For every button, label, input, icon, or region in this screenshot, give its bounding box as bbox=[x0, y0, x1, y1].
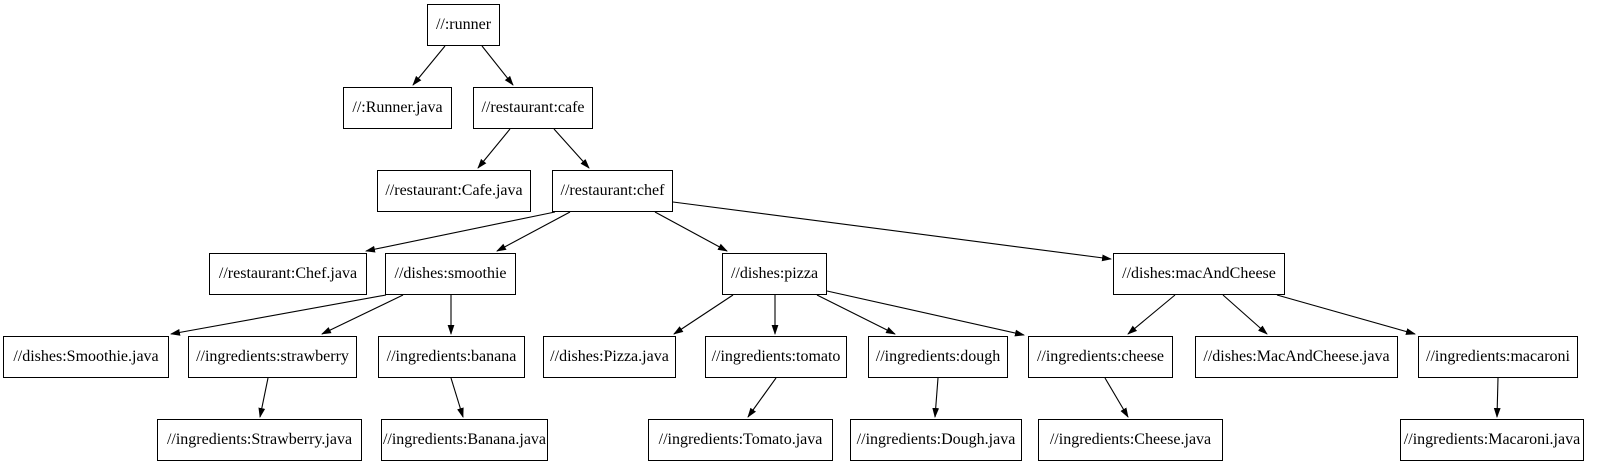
graph-node-cafeJava: //restaurant:Cafe.java bbox=[377, 170, 531, 212]
edge-runner-to-runnerJava bbox=[412, 45, 446, 86]
node-label: //dishes:macAndCheese bbox=[1122, 265, 1276, 282]
node-label: //ingredients:Macaroni.java bbox=[1403, 431, 1581, 448]
graph-node-smoothieJava: //dishes:Smoothie.java bbox=[3, 336, 169, 378]
edge-pizza-to-pizzaJava bbox=[673, 294, 734, 335]
graph-node-cafe: //restaurant:cafe bbox=[473, 87, 593, 129]
edge-cheese-to-cheeseJava bbox=[1104, 377, 1129, 418]
node-label: //dishes:MacAndCheese.java bbox=[1203, 348, 1390, 365]
node-label: //restaurant:chef bbox=[560, 182, 665, 199]
node-label: //ingredients:Strawberry.java bbox=[166, 431, 353, 448]
node-label: //:runner bbox=[435, 16, 492, 33]
graph-node-tomatoJava: //ingredients:Tomato.java bbox=[648, 419, 833, 461]
graph-node-chef: //restaurant:chef bbox=[552, 170, 673, 212]
edge-runner-to-cafe bbox=[481, 45, 514, 86]
edge-pizza-to-cheese bbox=[826, 290, 1025, 337]
edge-macAndCheese-to-cheese bbox=[1127, 294, 1176, 335]
graph-node-banana: //ingredients:banana bbox=[378, 336, 525, 378]
graph-node-cheese: //ingredients:cheese bbox=[1028, 336, 1173, 378]
edge-chef-to-smoothie bbox=[496, 211, 571, 252]
edge-macaroni-to-macaroniJava bbox=[1493, 377, 1501, 418]
edge-pizza-to-dough bbox=[816, 294, 896, 335]
graph-node-pizzaJava: //dishes:Pizza.java bbox=[543, 336, 676, 378]
node-label: //ingredients:tomato bbox=[711, 348, 841, 365]
node-label: //ingredients:Cheese.java bbox=[1049, 431, 1212, 448]
node-label: //ingredients:Dough.java bbox=[856, 431, 1016, 448]
graph-node-runner: //:runner bbox=[427, 4, 500, 46]
graph-node-macaroni: //ingredients:macaroni bbox=[1418, 336, 1578, 378]
graph-node-tomato: //ingredients:tomato bbox=[705, 336, 847, 378]
graph-node-bananaJava: //ingredients:Banana.java bbox=[381, 419, 548, 461]
edge-banana-to-bananaJava bbox=[450, 377, 464, 418]
edge-dough-to-doughJava bbox=[932, 377, 940, 418]
node-label: //ingredients:Tomato.java bbox=[658, 431, 823, 448]
graph-node-pizza: //dishes:pizza bbox=[722, 253, 827, 295]
graph-node-chefJava: //restaurant:Chef.java bbox=[209, 253, 367, 295]
graph-node-macaroniJava: //ingredients:Macaroni.java bbox=[1400, 419, 1584, 461]
edge-chef-to-pizza bbox=[654, 211, 728, 252]
node-label: //ingredients:Banana.java bbox=[382, 431, 547, 448]
graph-node-strawberry: //ingredients:strawberry bbox=[188, 336, 357, 378]
edge-cafe-to-chef bbox=[553, 128, 590, 169]
node-label: //restaurant:cafe bbox=[481, 99, 585, 116]
node-label: //restaurant:Cafe.java bbox=[385, 182, 523, 199]
graph-node-macAndCheeseJava: //dishes:MacAndCheese.java bbox=[1195, 336, 1398, 378]
graph-node-cheeseJava: //ingredients:Cheese.java bbox=[1038, 419, 1223, 461]
node-label: //restaurant:Chef.java bbox=[218, 265, 358, 282]
node-label: //ingredients:macaroni bbox=[1426, 348, 1570, 365]
node-label: //ingredients:cheese bbox=[1036, 348, 1165, 365]
graph-node-macAndCheese: //dishes:macAndCheese bbox=[1113, 253, 1285, 295]
edge-smoothie-to-strawberry bbox=[321, 294, 404, 335]
node-label: //dishes:Pizza.java bbox=[550, 348, 669, 365]
edge-macAndCheese-to-macAndCheeseJava bbox=[1222, 294, 1268, 335]
graph-node-doughJava: //ingredients:Dough.java bbox=[850, 419, 1022, 461]
graph-node-smoothie: //dishes:smoothie bbox=[385, 253, 516, 295]
edge-chef-to-chefJava bbox=[365, 211, 556, 253]
node-label: //dishes:smoothie bbox=[394, 265, 507, 282]
node-label: //ingredients:strawberry bbox=[196, 348, 349, 365]
graph-node-runnerJava: //:Runner.java bbox=[343, 87, 452, 129]
node-label: //:Runner.java bbox=[352, 99, 443, 116]
node-label: //ingredients:banana bbox=[386, 348, 517, 365]
edge-smoothie-to-smoothieJava bbox=[170, 294, 387, 336]
edge-strawberry-to-strawberryJava bbox=[258, 377, 269, 418]
node-label: //dishes:Smoothie.java bbox=[13, 348, 159, 365]
graph-node-strawberryJava: //ingredients:Strawberry.java bbox=[157, 419, 362, 461]
edge-macAndCheese-to-macaroni bbox=[1276, 294, 1416, 335]
node-label: //dishes:pizza bbox=[730, 265, 819, 282]
edge-tomato-to-tomatoJava bbox=[747, 377, 777, 418]
graph-node-dough: //ingredients:dough bbox=[868, 336, 1008, 378]
edge-chef-to-macAndCheese bbox=[672, 201, 1112, 262]
edge-cafe-to-cafeJava bbox=[477, 128, 511, 169]
node-label: //ingredients:dough bbox=[875, 348, 1001, 365]
